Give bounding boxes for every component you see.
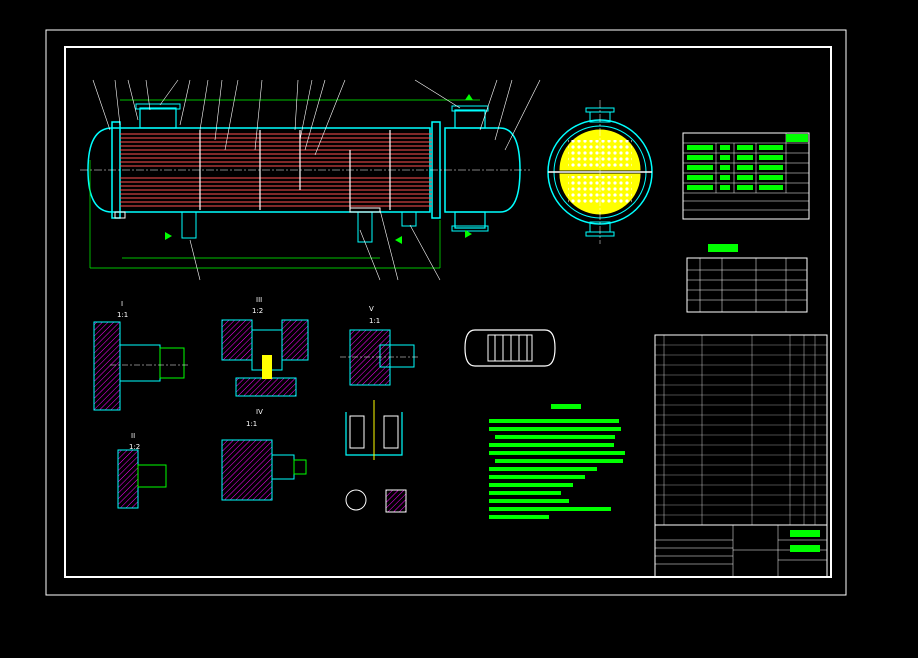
detail-2-mark: II bbox=[131, 432, 135, 440]
detail-view-2: II 1:2 bbox=[117, 432, 167, 509]
partition-detail bbox=[464, 329, 556, 367]
detail-5-mark: V bbox=[369, 305, 374, 313]
outer-frame bbox=[45, 29, 847, 596]
main-elevation-view bbox=[80, 79, 541, 281]
title-block bbox=[654, 524, 828, 578]
detail-4-mark: IV bbox=[256, 408, 263, 416]
detail-view-3: III 1:2 bbox=[221, 296, 309, 397]
detail-3-mark: III bbox=[256, 296, 262, 304]
detail-1-scale: 1:1 bbox=[117, 311, 128, 319]
tube-bundle bbox=[120, 133, 432, 207]
end-section-view bbox=[547, 100, 653, 244]
parts-list-table bbox=[654, 334, 828, 526]
detail-4-scale: 1:1 bbox=[246, 420, 257, 428]
detail-view-1: I 1:1 bbox=[93, 300, 190, 411]
detail-view-5: V 1:1 bbox=[340, 305, 420, 386]
detail-3-scale: 1:2 bbox=[252, 307, 263, 315]
detail-2-scale: 1:2 bbox=[129, 443, 140, 451]
technical-requirements bbox=[489, 404, 625, 519]
detail-1-mark: I bbox=[121, 300, 123, 308]
nozzle-table bbox=[686, 244, 808, 313]
detail-5-scale: 1:1 bbox=[369, 317, 380, 325]
technical-data-table bbox=[682, 132, 810, 220]
inner-frame bbox=[64, 46, 832, 578]
u-section-detail bbox=[345, 400, 407, 513]
detail-view-4: IV 1:1 bbox=[221, 408, 307, 501]
